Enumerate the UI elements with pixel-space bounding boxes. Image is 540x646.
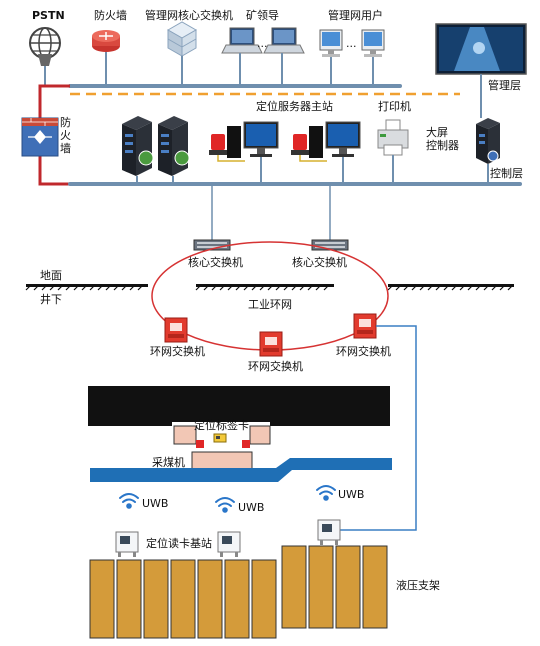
screen-controller-icon <box>476 118 500 164</box>
mine-leader-label: 矿领导 <box>246 9 279 22</box>
core-switch-label: 核心交换机 <box>292 256 347 269</box>
uwb-wifi-icon <box>316 485 336 501</box>
pstn-globe-icon <box>29 27 61 66</box>
reader-station-label: 定位读卡基站 <box>146 537 212 550</box>
router-icon <box>92 30 120 52</box>
alarm-cable-lines <box>217 155 327 162</box>
mgmt-drop-lines <box>44 52 374 86</box>
server-icon <box>158 116 190 176</box>
desktop-monitor-icon <box>361 29 385 57</box>
industrial-ring-label: 工业环网 <box>248 298 292 311</box>
firewall-icon <box>21 117 59 157</box>
printer-label: 打印机 <box>378 100 411 113</box>
mgmt-core-switch-icon <box>166 21 198 57</box>
shearer-body <box>191 451 253 471</box>
mgmt-core-switch-label: 管理网核心交换机 <box>145 9 233 22</box>
ring-switch-label: 环网交换机 <box>150 345 205 358</box>
core-switch-icon <box>311 239 349 251</box>
ellipsis-label: ... <box>346 37 357 50</box>
reader-station-icon <box>317 519 341 545</box>
tag-card-icon <box>213 433 227 443</box>
uwb-label: UWB <box>238 501 265 514</box>
laptop-icon <box>221 27 263 54</box>
mgmt-layer-label: 管理层 <box>488 79 521 92</box>
tag-card-label: 定位标签卡 <box>194 419 249 432</box>
uwb-wifi-icon <box>215 497 235 513</box>
control-layer-label: 控制层 <box>490 167 523 180</box>
ground-surface-line <box>25 284 514 291</box>
alarm-light-icon <box>291 134 309 155</box>
firewall-side-label: 防 火 墙 <box>60 116 71 155</box>
location-server-label: 定位服务器主站 <box>256 100 333 113</box>
roadway-band <box>90 458 392 482</box>
server-icon <box>122 116 154 176</box>
mgmt-users-label: 管理网用户 <box>328 9 383 22</box>
laptop-icon <box>263 27 305 54</box>
ring-switch-label: 环网交换机 <box>336 345 391 358</box>
uwb-label: UWB <box>338 488 365 501</box>
coal-seam-block <box>88 386 390 426</box>
pstn-label: PSTN <box>32 9 65 22</box>
big-screen-display-icon <box>435 23 527 75</box>
uwb-label: UWB <box>142 497 169 510</box>
hydraulic-support-row <box>89 545 388 639</box>
ring-switch-icon <box>259 331 283 357</box>
tag-card-zone <box>172 422 271 448</box>
reader-station-icon <box>115 531 139 557</box>
ring-switch-icon <box>353 313 377 339</box>
fiber-link-line <box>340 325 417 531</box>
firewall-top-label: 防火墙 <box>94 9 127 22</box>
hydraulic-support-label: 液压支架 <box>396 579 440 592</box>
core-switch-label: 核心交换机 <box>188 256 243 269</box>
workstation-icon <box>309 121 361 158</box>
underground-label: 井下 <box>40 293 62 306</box>
alarm-light-icon <box>209 134 227 155</box>
desktop-monitor-icon <box>319 29 343 57</box>
ring-switch-label: 环网交换机 <box>248 360 303 373</box>
firewall-link-lines <box>38 84 70 186</box>
ring-switch-icon <box>164 317 188 343</box>
core-link-lines <box>211 184 331 240</box>
workstation-icon <box>227 121 279 158</box>
reader-station-icon <box>217 531 241 557</box>
big-screen-controller-label: 大屏 控制器 <box>426 126 459 152</box>
ground-label: 地面 <box>40 269 62 282</box>
shearer-label: 采煤机 <box>152 456 185 469</box>
ellipsis-label: ... <box>257 37 268 50</box>
uwb-wifi-icon <box>119 493 139 509</box>
printer-icon <box>377 119 409 156</box>
control-drop-lines <box>136 155 489 184</box>
